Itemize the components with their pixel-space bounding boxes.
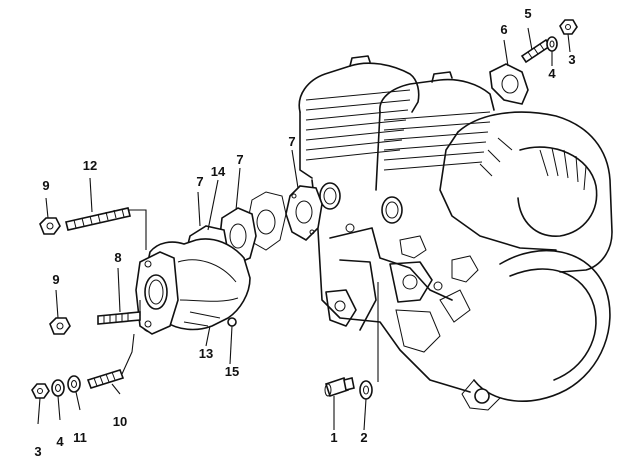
callout-11: 11 xyxy=(73,430,87,445)
callout-1: 1 xyxy=(330,430,337,445)
stud-10 xyxy=(86,369,125,389)
nut-9-upper xyxy=(39,217,61,235)
callout-numbers: 1 2 3 3 4 4 5 6 7 7 7 8 9 9 10 11 12 13 … xyxy=(34,6,575,459)
washer-4-lower xyxy=(51,379,65,397)
callout-2: 2 xyxy=(360,430,367,445)
callout-7-right: 7 xyxy=(288,134,295,149)
leader-lines xyxy=(37,27,571,431)
callout-9-lower: 9 xyxy=(52,272,59,287)
stud-8 xyxy=(97,311,141,325)
callout-3-upper: 3 xyxy=(568,52,575,67)
callout-10: 10 xyxy=(113,414,127,429)
engine-assembly xyxy=(298,55,613,411)
nut-3-lower xyxy=(31,383,50,399)
callout-4-lower: 4 xyxy=(56,434,64,449)
nut-3-upper xyxy=(559,19,578,35)
callout-9-upper: 9 xyxy=(42,178,49,193)
washer-4-upper xyxy=(546,36,558,52)
fitting-1 xyxy=(324,376,355,398)
stud-5 xyxy=(520,38,552,64)
gasket-6 xyxy=(489,63,529,105)
gasket-inner xyxy=(285,185,323,241)
callout-4-upper: 4 xyxy=(548,66,556,81)
stud-12 xyxy=(65,207,131,231)
callout-6: 6 xyxy=(500,22,507,37)
callout-7-left: 7 xyxy=(196,174,203,189)
nut-9-lower xyxy=(49,317,71,335)
callout-14: 14 xyxy=(211,164,226,179)
callout-15: 15 xyxy=(225,364,239,379)
callout-8: 8 xyxy=(114,250,121,265)
callout-3-lower: 3 xyxy=(34,444,41,459)
washer-2 xyxy=(359,380,373,400)
callout-12: 12 xyxy=(83,158,97,173)
callout-5: 5 xyxy=(524,6,531,21)
callout-13: 13 xyxy=(199,346,213,361)
washer-11 xyxy=(67,375,81,393)
callout-7-middle: 7 xyxy=(236,152,243,167)
exhaust-manifold xyxy=(135,238,251,335)
